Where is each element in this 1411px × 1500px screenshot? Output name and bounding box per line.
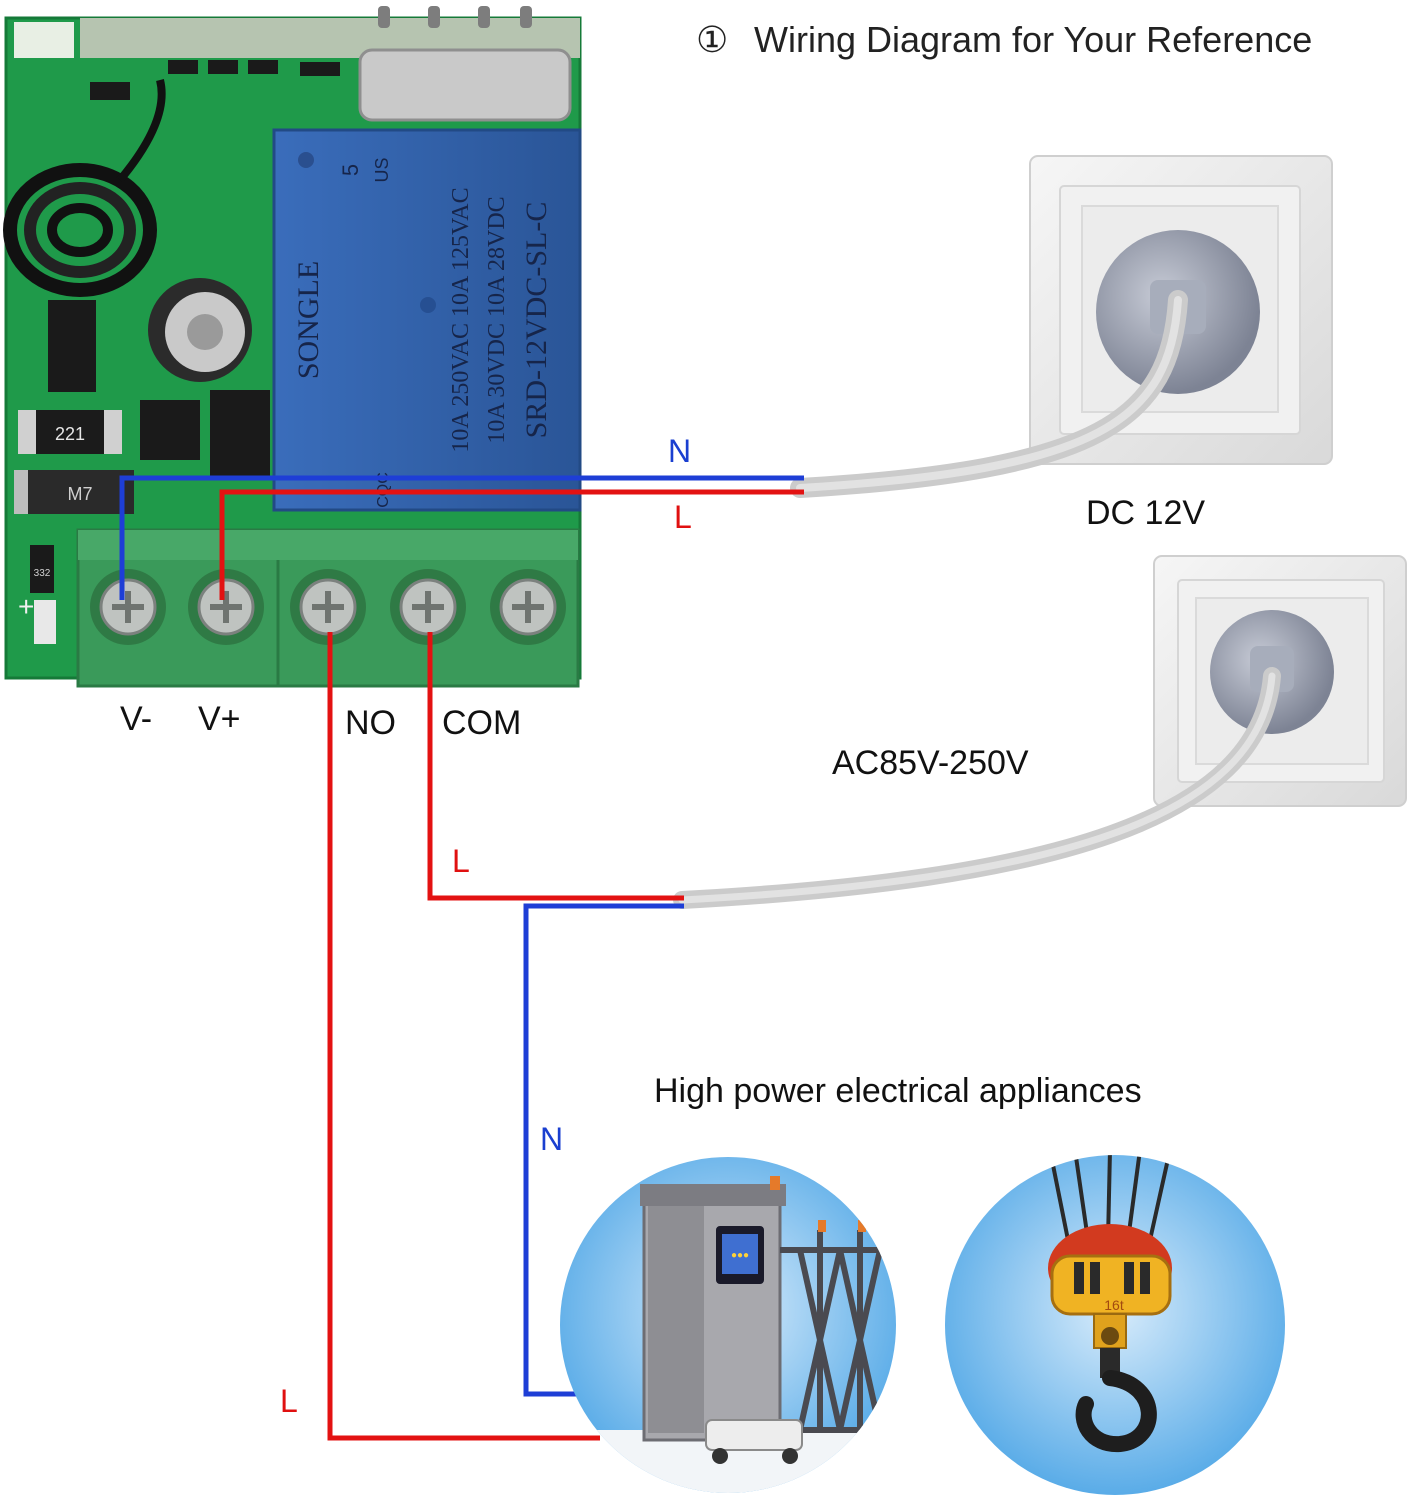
wire-load-live xyxy=(327,632,600,1441)
terminal-label-com: COM xyxy=(442,704,521,742)
dc-socket xyxy=(790,155,1333,498)
wire-ac-live xyxy=(427,632,684,901)
svg-text:SONGLE: SONGLE xyxy=(292,261,325,379)
dc-supply-label: DC 12V xyxy=(1086,494,1205,532)
wire-ac-neutral xyxy=(523,903,684,1397)
led xyxy=(34,600,56,644)
led-plus-mark: + xyxy=(18,591,34,622)
relay-module: 221 M7 332 + SONGLE 5 US CQC 10A 250VAC … xyxy=(3,6,582,688)
ac-supply-label: AC85V-250V xyxy=(832,744,1029,782)
ac-socket xyxy=(673,555,1407,909)
diode: M7 xyxy=(14,470,134,514)
smd-resistor xyxy=(30,545,54,593)
antenna-coil xyxy=(3,79,166,297)
svg-text:M7: M7 xyxy=(67,484,92,504)
regulator xyxy=(48,300,96,392)
svg-text:10A 250VAC 10A 125VAC: 10A 250VAC 10A 125VAC xyxy=(448,187,474,452)
title: ① Wiring Diagram for Your Reference xyxy=(696,19,1312,60)
title-text: Wiring Diagram for Your Reference xyxy=(754,19,1312,60)
wire-label-dc-n: N xyxy=(668,433,691,469)
terminal-label-v-minus: V- xyxy=(120,700,152,738)
wire-label-ac-n: N xyxy=(540,1121,563,1157)
svg-text:5: 5 xyxy=(338,164,363,176)
svg-text:10A 30VDC 10A 28VDC: 10A 30VDC 10A 28VDC xyxy=(484,196,510,443)
crystal xyxy=(358,48,572,122)
terminal-screw-v-minus xyxy=(90,569,166,645)
terminal-block xyxy=(76,528,580,688)
wire-dc-live xyxy=(219,489,804,600)
appliances-caption: High power electrical appliances xyxy=(654,1072,1142,1110)
relay: SONGLE 5 US CQC 10A 250VAC 10A 125VAC 10… xyxy=(272,128,582,512)
wire-dc-neutral xyxy=(119,475,804,600)
svg-text:●●●: ●●● xyxy=(731,1250,749,1261)
resistor-221: 221 xyxy=(18,410,122,454)
hook xyxy=(1075,1370,1157,1453)
wire-label-dc-l: L xyxy=(674,499,692,535)
terminal-label-no: NO xyxy=(345,704,396,742)
capacitor xyxy=(148,278,252,382)
svg-text:SRD-12VDC-SL-C: SRD-12VDC-SL-C xyxy=(520,202,553,439)
wire-label-load-l: L xyxy=(280,1383,298,1419)
wires xyxy=(119,475,804,1441)
terminal-screw-v-plus xyxy=(188,569,264,645)
crane-hook-image: 16t xyxy=(945,1155,1285,1495)
svg-text:US: US xyxy=(372,157,392,182)
terminal-screw-com xyxy=(390,569,466,645)
gate-appliance-image: ●●● xyxy=(560,1157,896,1493)
hook-badge: 16t xyxy=(1104,1297,1124,1313)
title-marker: ① xyxy=(696,19,728,60)
svg-text:221: 221 xyxy=(55,424,85,444)
wire-label-ac-l: L xyxy=(452,843,470,879)
svg-text:332: 332 xyxy=(34,568,51,579)
terminal-labels: V- V+ NO COM xyxy=(120,700,521,742)
terminal-label-v-plus: V+ xyxy=(198,700,241,738)
terminal-screw-nc xyxy=(490,569,566,645)
